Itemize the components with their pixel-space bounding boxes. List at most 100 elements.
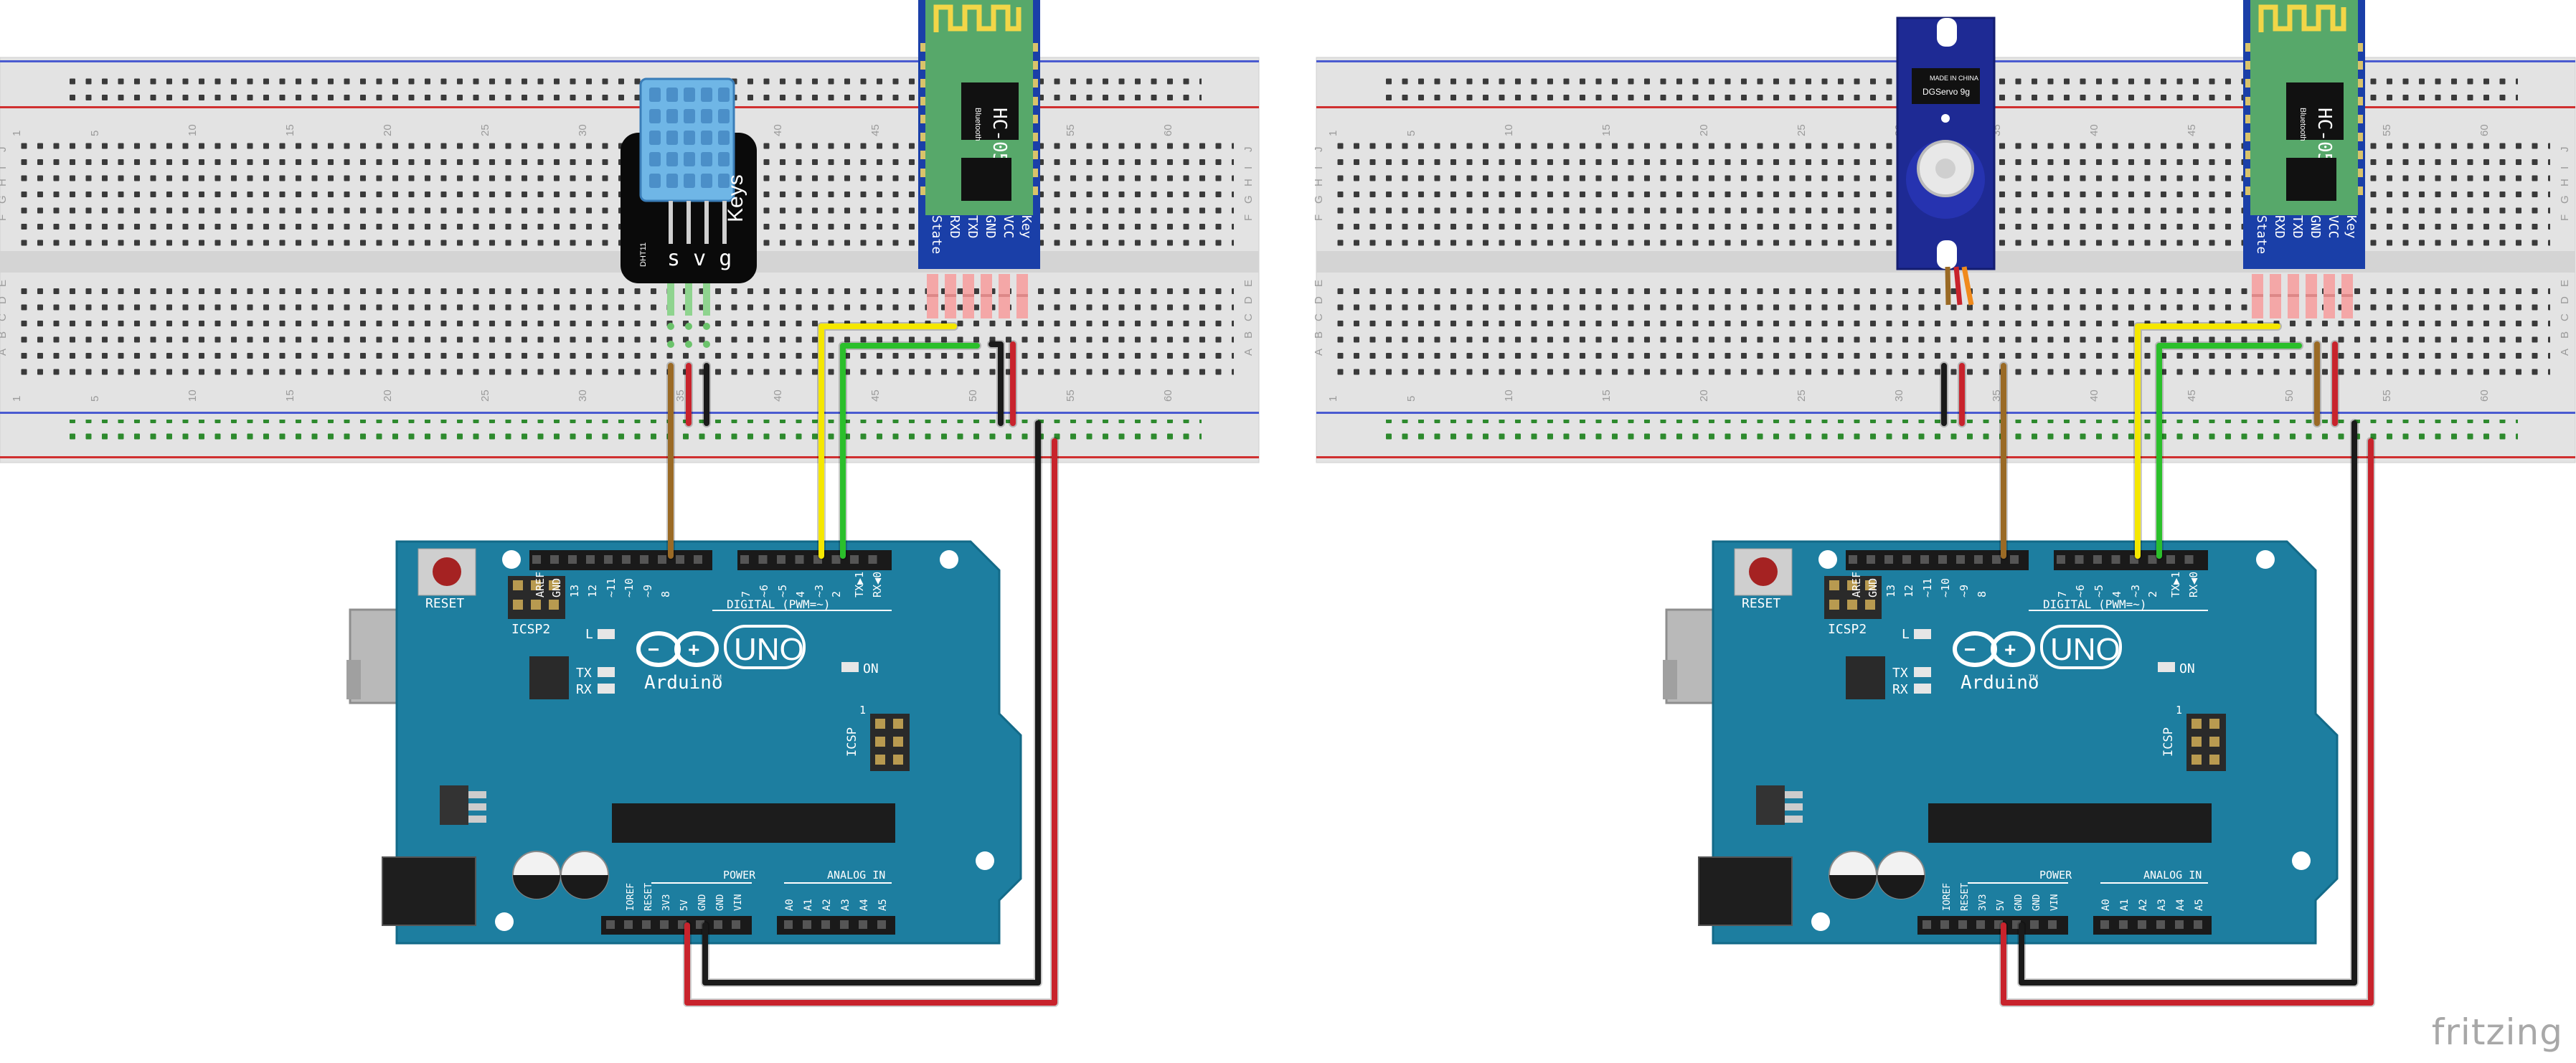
- header-socket: [550, 555, 559, 564]
- led-l: [598, 629, 615, 639]
- column-number: 15: [284, 124, 296, 136]
- dht11-grill: [649, 174, 661, 188]
- regulator: [1756, 785, 1785, 825]
- row-letter: F: [1242, 214, 1255, 221]
- analog-pin-label: A0: [2100, 899, 2112, 911]
- power-label: POWER: [723, 869, 756, 882]
- reset-label: RESET: [1742, 596, 1780, 611]
- hc05-pin-label: RXD: [2272, 215, 2287, 239]
- digital-pin-label: TX▶1: [853, 572, 866, 597]
- digital-pin-label: 13: [1884, 585, 1897, 597]
- regulator-pin: [1785, 816, 1803, 823]
- icsp-label: ICSP: [2161, 727, 2176, 757]
- column-number: 30: [1893, 389, 1905, 402]
- capacitor-band: [561, 875, 608, 899]
- column-number: 15: [1600, 389, 1613, 402]
- header-socket: [640, 555, 648, 564]
- row-letter: C: [0, 313, 9, 321]
- servo-wire-signal: [1961, 266, 1974, 306]
- tm-mark: TM: [2029, 674, 2038, 681]
- row-letter: I: [1242, 166, 1255, 169]
- dht11-pin: [685, 283, 692, 316]
- column-number: 50: [967, 389, 979, 402]
- row-letter: E: [1313, 280, 1325, 287]
- analog-header: [2093, 916, 2212, 935]
- dht11-hole: [667, 323, 674, 330]
- hc05-pad: [2358, 79, 2363, 88]
- row-letter: C: [1313, 313, 1325, 321]
- hc05-pad: [920, 43, 925, 52]
- digital-pin-label: GND: [1867, 578, 1879, 597]
- row-letter: H: [2559, 179, 2571, 186]
- row-letter: A: [1313, 349, 1325, 356]
- analog-underline: [2100, 882, 2208, 884]
- column-number: 20: [1698, 124, 1710, 136]
- arduino-brand: Arduino: [1961, 672, 2039, 694]
- analog-pin-label: A2: [2138, 899, 2149, 911]
- header-socket: [658, 555, 666, 564]
- column-number: 10: [1503, 124, 1515, 136]
- digital-pin-label: 2: [2146, 591, 2159, 597]
- power-pin-label: 3V3: [1978, 894, 1988, 911]
- hc05-pad: [2245, 79, 2250, 88]
- servo-label-box: [1912, 68, 1980, 104]
- hc05-pad: [1033, 43, 1038, 52]
- dht11-pin: [703, 283, 710, 316]
- row-letter: B: [1313, 331, 1325, 339]
- hc05-pin-band: [963, 294, 974, 297]
- header-socket: [1920, 555, 1929, 564]
- column-number: 20: [382, 389, 394, 402]
- servo-label: DGServo 9g: [1922, 87, 1970, 97]
- icsp-pin: [2209, 755, 2219, 765]
- led-l: [1914, 629, 1931, 639]
- hc05-pad: [2245, 61, 2250, 70]
- uno-text: UNO: [734, 632, 804, 667]
- column-number: 25: [1796, 389, 1808, 402]
- icsp2-pin: [1847, 600, 1857, 610]
- wire-5v-rail-right: [2001, 438, 2374, 1006]
- column-number: 55: [1065, 389, 1077, 402]
- header-socket: [1902, 555, 1911, 564]
- logo-plus: +: [688, 638, 699, 661]
- hc05-pin-label: VCC: [1001, 215, 1016, 239]
- regulator-pin: [468, 791, 486, 798]
- power-header: [1917, 916, 2068, 935]
- mounting-hole: [940, 550, 958, 569]
- column-number: 5: [89, 131, 101, 136]
- power-pin-label: IOREF: [626, 883, 636, 911]
- hc05-pin-band: [2323, 294, 2335, 297]
- hc05-pad: [2358, 97, 2363, 105]
- wire-5v-rail: [684, 438, 1057, 1006]
- hc05-pin-label: VCC: [2326, 215, 2341, 239]
- tm-mark: TM: [712, 674, 722, 681]
- icsp-pin: [893, 719, 903, 729]
- hc05-pad: [1033, 169, 1038, 177]
- reset-label: RESET: [425, 596, 464, 611]
- header-socket: [758, 555, 768, 564]
- usb-chip: [1846, 656, 1885, 699]
- hc05-pad: [920, 133, 925, 141]
- usb-chip: [529, 656, 569, 699]
- header-socket: [2148, 555, 2157, 564]
- header-socket: [877, 920, 886, 929]
- power-pin-label: RESET: [1960, 883, 1971, 911]
- icsp-pin: [2192, 719, 2202, 729]
- header-socket: [660, 920, 669, 929]
- uno-badge: [724, 625, 806, 669]
- hc05-pin-band: [1016, 294, 1028, 297]
- icsp-pin: [2192, 755, 2202, 765]
- dht11-grill: [649, 152, 661, 166]
- header-socket: [2184, 555, 2194, 564]
- column-number: 30: [577, 389, 589, 402]
- row-letter: I: [0, 166, 9, 169]
- row-letter: G: [1313, 195, 1325, 204]
- dht11-leg: [704, 201, 709, 244]
- hc05-subtitle: Bluetooth: [2298, 108, 2307, 141]
- servo-screw: [1941, 114, 1950, 123]
- hc05-pad: [2358, 169, 2363, 177]
- header-socket: [2030, 920, 2039, 929]
- icsp2-pin: [531, 580, 541, 590]
- led-rx: [598, 684, 615, 694]
